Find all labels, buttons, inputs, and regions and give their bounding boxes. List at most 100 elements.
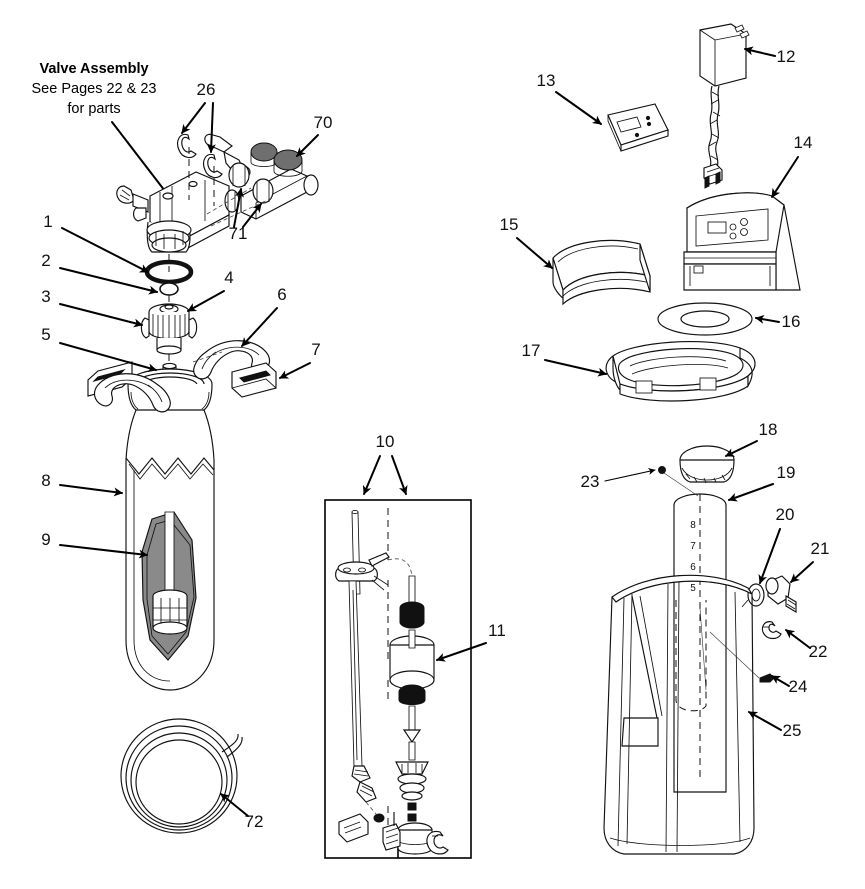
bypass-right-outlet: [303, 174, 319, 196]
valve-assembly-note-leader: [111, 121, 169, 196]
hose-coil-outer-4: [135, 739, 223, 825]
brine-grommet: [747, 583, 765, 607]
callout-5-leader: [59, 342, 157, 373]
brine-well-mark-8: 8: [690, 520, 696, 531]
callout-71-leader: [296, 134, 319, 157]
power-adapter-group: [699, 23, 750, 189]
callout-1-label: 1: [43, 212, 52, 231]
brine-well-cap-group: [679, 445, 735, 484]
valve-bypass-lower: [132, 207, 147, 222]
callout-6: 6: [241, 285, 287, 347]
hose-coil-outer-1: [120, 718, 238, 834]
callout-22: 22: [785, 629, 828, 661]
brine-well-mark-5: 5: [690, 583, 696, 594]
callout-11: 11: [436, 621, 506, 662]
callout-23-leader: [604, 467, 656, 482]
riser-tube-internal: [164, 511, 175, 597]
callout-11-label: 11: [488, 621, 506, 640]
callout-71: 70: [296, 113, 332, 157]
retainer-clip-right: [203, 153, 223, 179]
callout-18-leader: [725, 440, 758, 457]
callout-9: 9: [41, 530, 148, 559]
remote-module-led-c: [634, 132, 640, 138]
brine-tank-fold-b: [626, 593, 633, 845]
callout-25-leader: [748, 711, 782, 731]
salt-lid-front-band-line: [562, 279, 651, 297]
remote-module-edge: [620, 129, 669, 152]
callout-7: 7: [279, 340, 321, 379]
float-collar-upper-bottom: [399, 615, 425, 629]
control-head-group: [683, 192, 801, 291]
brine-well-cap-skirt-line: [681, 467, 733, 481]
air-check-body-top: [337, 561, 375, 575]
overflow-tube-fitting-ribs: [353, 769, 369, 777]
air-check-fins: [371, 575, 389, 591]
callout-22-label: 22: [809, 642, 828, 661]
riser-tube-top: [162, 362, 177, 370]
float-stem-upper: [408, 575, 416, 605]
callout-10-label: 10: [376, 432, 395, 451]
hose-coil-outer-2: [125, 725, 233, 831]
air-check-elbow: [368, 552, 390, 567]
callout-22-leader: [785, 629, 811, 649]
brine-well-cap-knurl: [685, 473, 726, 484]
brine-retaining-clip: [426, 830, 449, 855]
callout-5-label: 5: [41, 325, 50, 344]
top-collar-rib-a: [629, 356, 727, 367]
callout-6-label: 6: [277, 285, 286, 304]
bypass-connector-left: [228, 162, 250, 188]
top-collar-rib-b: [631, 364, 729, 375]
brine-well-cap-skirt: [679, 459, 735, 483]
control-head-button-b: [729, 232, 737, 240]
tank-body-inner-wall: [133, 470, 171, 682]
callout-72-leader-b: [242, 203, 262, 228]
overflow-clip-block: [338, 813, 369, 843]
callout-15-label: 15: [500, 215, 519, 234]
callout-7-label: 7: [311, 340, 320, 359]
callout-2-leader: [59, 267, 158, 295]
callout-3-label: 3: [41, 287, 50, 306]
callout-23: 23: [581, 467, 656, 491]
callout-12: 12: [744, 46, 795, 66]
bypass-manifold-edge: [255, 175, 308, 219]
callout-16: 16: [755, 312, 800, 331]
valve-assembly-note-line3: for parts: [67, 101, 120, 117]
power-adapter-pin-b: [715, 171, 721, 185]
remote-module-led-a: [645, 115, 651, 121]
callout-16-leader: [755, 314, 780, 324]
callout-21-leader: [790, 561, 814, 583]
callout-10: 10: [362, 432, 408, 495]
power-adapter-cord-left: [708, 85, 713, 169]
top-collar-skirt-right: [739, 347, 756, 389]
tank-seal-stack: [140, 254, 198, 368]
brine-valve-plug-a: [407, 802, 417, 811]
tank-latch-right-edge: [231, 378, 277, 389]
callout-17-leader: [544, 359, 607, 377]
callout-8: 8: [41, 471, 123, 497]
callout-3-leader: [59, 303, 143, 328]
callout-26: 72: [220, 793, 263, 831]
top-collar-tab-left: [635, 380, 653, 394]
overflow-grommet-line: [365, 801, 377, 815]
top-collar-tab-right: [699, 377, 717, 391]
callout-13: 13: [537, 71, 602, 125]
callout-8-leader: [59, 484, 123, 497]
control-head-base-panel: [683, 263, 777, 291]
brine-valve-seat-cone: [395, 761, 429, 775]
callout-72-label: 71: [229, 224, 248, 243]
brine-well-mark-7: 7: [690, 541, 696, 552]
float-stem-cone: [402, 729, 422, 744]
hose-coil-free-end-b: [226, 736, 243, 758]
brine-tank-bottom-edge: [609, 837, 751, 846]
valve-body-port-b: [188, 180, 198, 188]
bypass-nut-upper-left: [250, 142, 278, 162]
control-head-button-c: [740, 218, 748, 226]
brine-well-hidden-outline: [675, 600, 707, 712]
air-check-rod-top: [351, 509, 359, 515]
callout-4-leader: [187, 290, 225, 312]
overflow-clip-block-lines: [343, 821, 362, 834]
brine-tank-fold-d: [676, 581, 680, 853]
distributor-right-tab: [188, 317, 198, 339]
hose-coil-group: [120, 718, 243, 834]
